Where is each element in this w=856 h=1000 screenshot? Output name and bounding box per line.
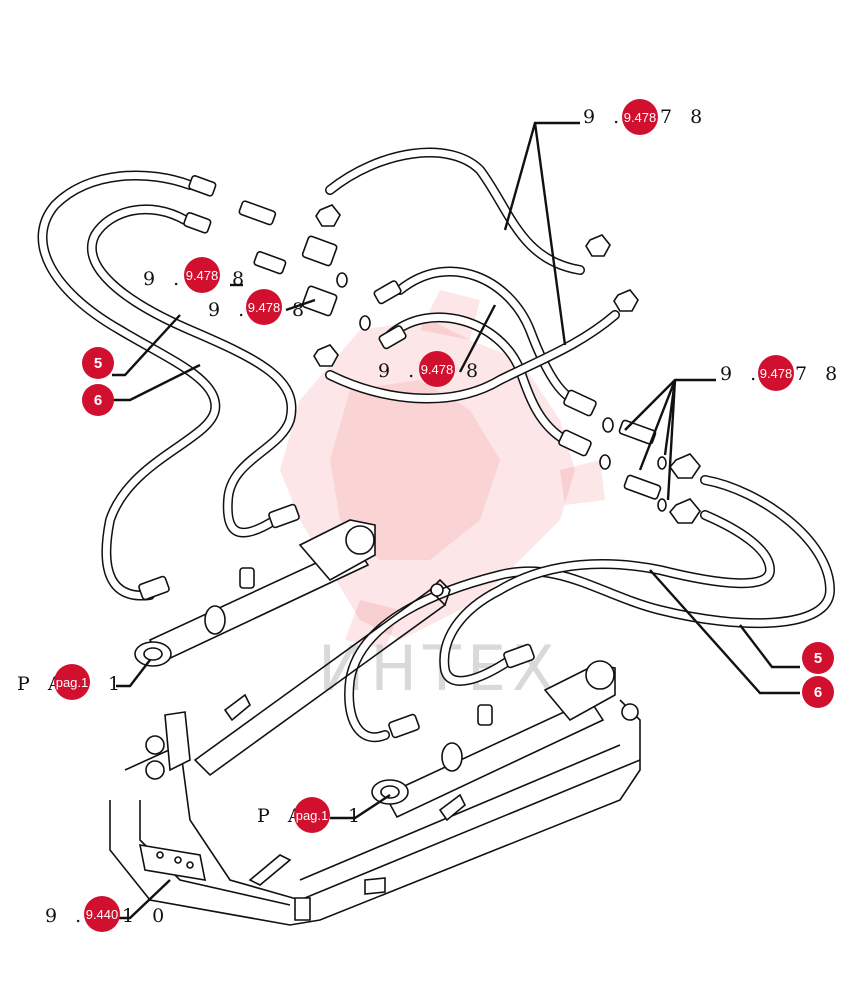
svg-text:9 .: 9 . [378, 360, 420, 382]
callout-ref-top-right[interactable]: 9 . 9.478 7 8 [583, 99, 708, 135]
part-number-left-6[interactable]: 6 [82, 384, 114, 416]
svg-text:9.440: 9.440 [86, 907, 119, 922]
callout-ref-middle[interactable]: 9 . 9.478 8 [378, 351, 484, 387]
svg-text:9 .: 9 . [208, 299, 250, 321]
svg-text:pag.1: pag.1 [56, 675, 89, 690]
hose-group [37, 147, 835, 742]
hydraulic-cylinders [134, 519, 616, 819]
ref-badge [758, 355, 794, 391]
svg-text:9 .: 9 . [45, 905, 87, 927]
svg-text:8: 8 [466, 360, 484, 382]
ref-badge [294, 797, 330, 833]
svg-text:1: 1 [108, 673, 126, 695]
ref-badge [419, 351, 455, 387]
part-number-right-5[interactable]: 5 [802, 642, 834, 674]
svg-text:5: 5 [814, 650, 822, 667]
svg-text:9.478: 9.478 [186, 268, 219, 283]
ref-badge [246, 289, 282, 325]
svg-text:8: 8 [292, 299, 310, 321]
svg-text:1 0: 1 0 [122, 905, 170, 927]
ref-badge [84, 896, 120, 932]
svg-text:1: 1 [348, 805, 366, 827]
part-number-right-6[interactable]: 6 [802, 676, 834, 708]
svg-text:9 .: 9 . [143, 268, 185, 290]
callout-ref-left-b[interactable]: 9 . 9.478 8 [208, 289, 310, 325]
callout-pa-left[interactable]: P A pag.1 1 [17, 664, 126, 700]
svg-text:7 8: 7 8 [795, 363, 843, 385]
callout-ref-bottom-left[interactable]: 9 . 9.440 1 0 [45, 896, 170, 932]
callout-ref-right[interactable]: 9 . 9.478 7 8 [720, 355, 843, 391]
svg-text:6: 6 [94, 392, 102, 409]
svg-text:P A: P A [17, 673, 68, 695]
fittings [138, 175, 701, 739]
svg-text:5: 5 [94, 355, 102, 372]
ref-badge [54, 664, 90, 700]
callout-pa-mid[interactable]: P A pag.1 1 [257, 797, 366, 833]
svg-text:9 .: 9 . [720, 363, 762, 385]
svg-text:9 .: 9 . [583, 106, 625, 128]
svg-text:9.478: 9.478 [248, 300, 281, 315]
svg-text:9.478: 9.478 [624, 110, 657, 125]
part-number-left-5[interactable]: 5 [82, 347, 114, 379]
svg-text:9.478: 9.478 [760, 366, 793, 381]
svg-text:7 8: 7 8 [660, 106, 708, 128]
svg-text:6: 6 [814, 684, 822, 701]
svg-text:8: 8 [232, 268, 250, 290]
svg-text:P A: P A [257, 805, 308, 827]
leader-lines [112, 121, 800, 920]
ref-badge [184, 257, 220, 293]
loader-frame [109, 578, 641, 926]
svg-text:9.478: 9.478 [421, 362, 454, 377]
callout-ref-left-a[interactable]: 9 . 9.478 8 [143, 257, 250, 293]
svg-text:pag.1: pag.1 [296, 808, 329, 823]
ref-badge [622, 99, 658, 135]
